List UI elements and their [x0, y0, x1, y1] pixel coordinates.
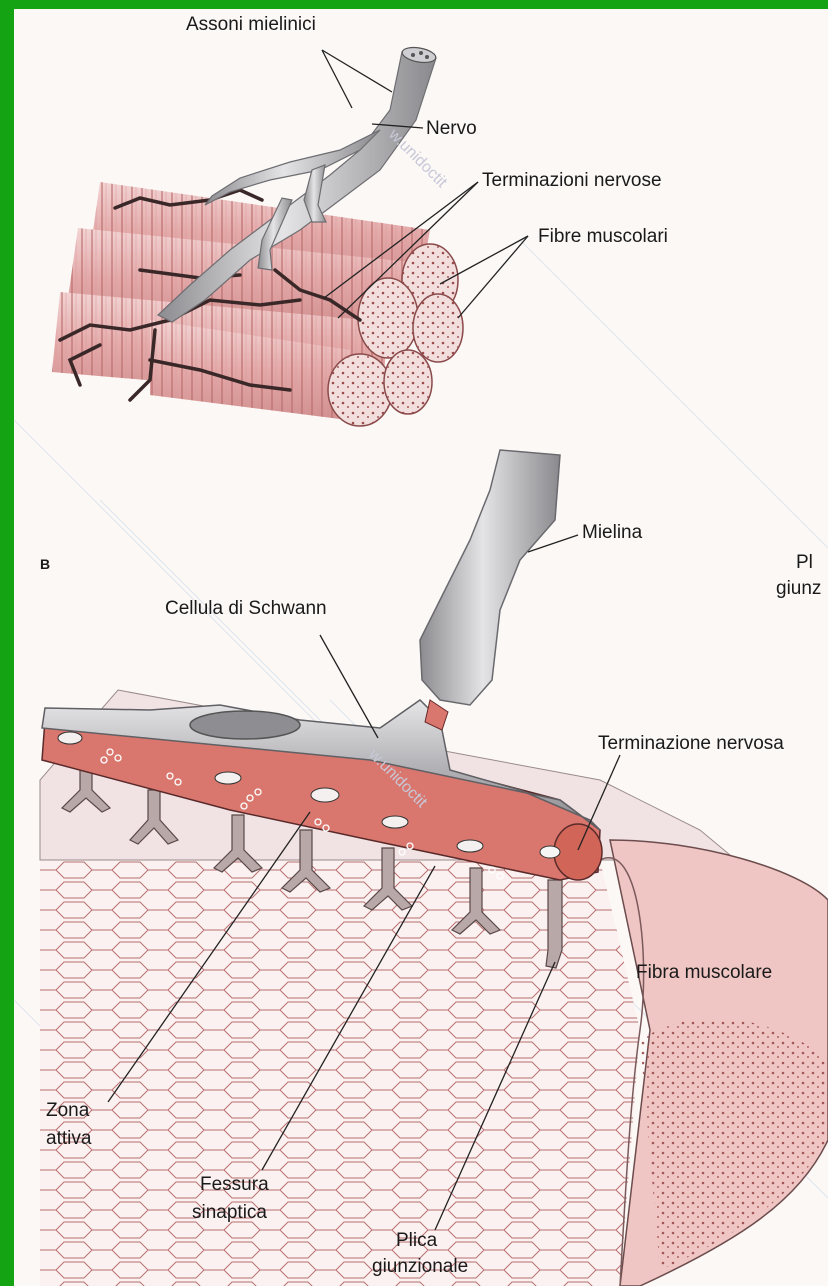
label-assoni-mielinici: Assoni mielinici [186, 14, 316, 37]
panel-b-tag: B [40, 556, 50, 572]
label-attiva: attiva [46, 1128, 91, 1151]
label-mielina: Mielina [582, 522, 642, 545]
label-giunzionale: giunzionale [372, 1256, 468, 1279]
label-cut-right-1: Pl [796, 552, 813, 575]
label-fessura: Fessura [200, 1174, 269, 1197]
fiber-cross-section [328, 354, 392, 426]
fiber-cross-section [413, 294, 463, 362]
fiber-cross-section [384, 350, 432, 414]
label-zona: Zona [46, 1100, 89, 1123]
label-fibre-muscolari: Fibre muscolari [538, 226, 668, 249]
label-terminazione-nervosa: Terminazione nervosa [598, 733, 784, 756]
label-cellula-schwann: Cellula di Schwann [165, 598, 327, 621]
label-cut-right-2: giunz [776, 578, 821, 601]
label-sinaptica: sinaptica [192, 1202, 267, 1225]
label-fibra-muscolare: Fibra muscolare [636, 962, 772, 985]
label-plica: Plica [396, 1230, 437, 1253]
label-terminazioni-nervose: Terminazioni nervose [482, 170, 662, 193]
label-nervo: Nervo [426, 118, 477, 141]
